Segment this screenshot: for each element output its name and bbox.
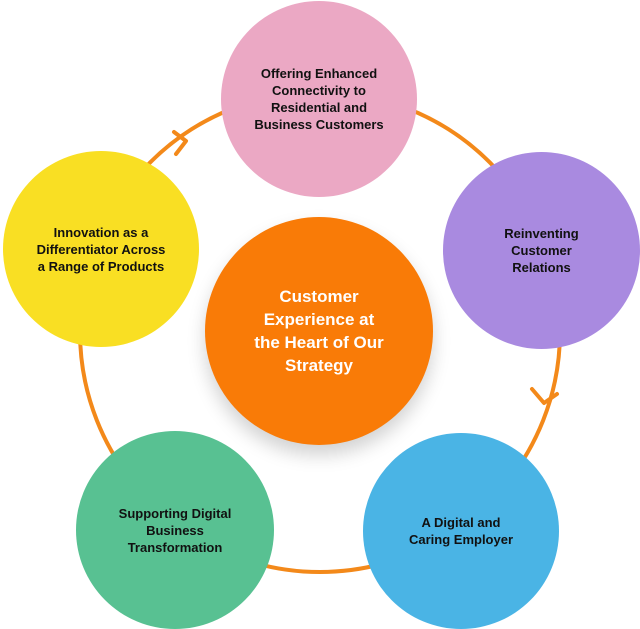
node-label: Supporting Digital Business Transformati… [118, 505, 232, 555]
node-supporting-digital-transformation: Supporting Digital Business Transformati… [76, 431, 274, 629]
node-digital-caring-employer: A Digital and Caring Employer [363, 433, 559, 629]
node-label: Innovation as a Differentiator Across a … [36, 224, 166, 274]
node-label: A Digital and Caring Employer [408, 515, 514, 547]
node-reinventing-customer-relations: Reinventing Customer Relations [443, 152, 640, 349]
node-label: Reinventing Customer Relations [504, 226, 579, 275]
node-label: Offering Enhanced Connectivity to Reside… [254, 66, 384, 132]
node-innovation-differentiator: Innovation as a Differentiator Across a … [3, 151, 199, 347]
center-node-customer-experience: Customer Experience at the Heart of Our … [205, 217, 433, 445]
node-offering-enhanced-connectivity: Offering Enhanced Connectivity to Reside… [221, 1, 417, 197]
chevron-down-icon [530, 387, 559, 405]
center-label: Customer Experience at the Heart of Our … [254, 287, 384, 375]
chevron-right-icon [172, 130, 188, 156]
